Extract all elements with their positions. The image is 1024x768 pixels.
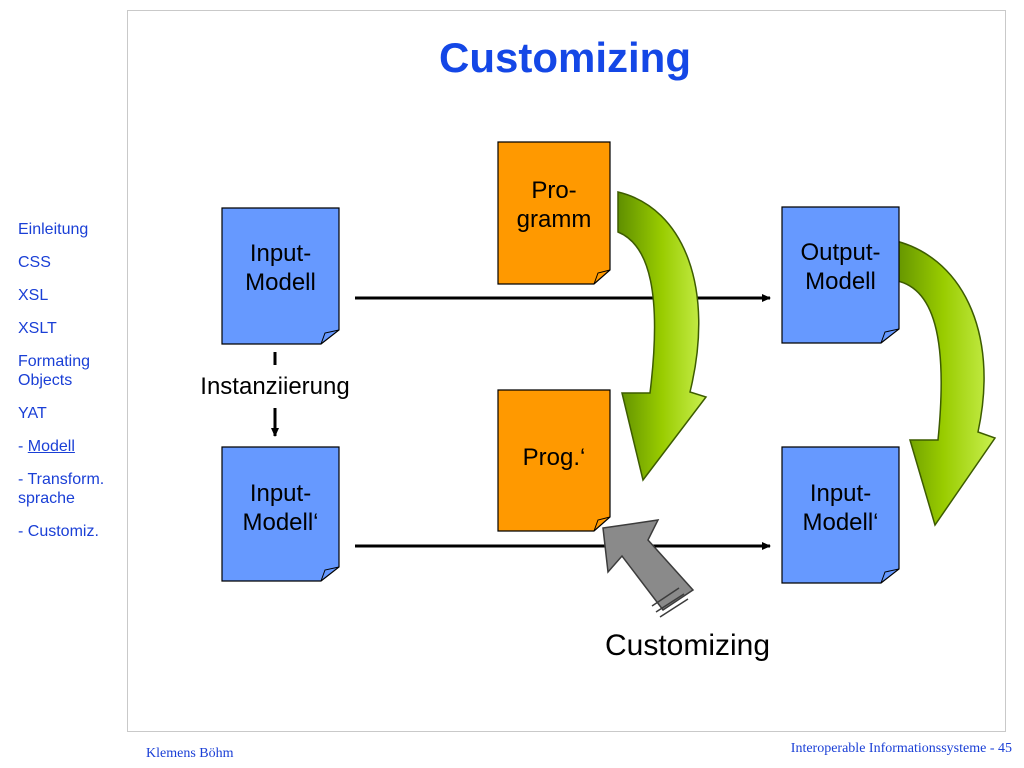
sidebar-item-xsl[interactable]: XSL (18, 287, 49, 304)
label-output-model-prime: Input- Modell‘ (802, 480, 879, 536)
doc-output-model-prime (781, 446, 900, 584)
doc-program-prime (497, 389, 611, 532)
doc-input-model (221, 207, 340, 345)
doc-output-model (781, 206, 900, 344)
slide-title: Customizing (439, 34, 691, 81)
sidebar-item-einleitung[interactable]: Einleitung (18, 221, 89, 238)
sidebar-item-customiz[interactable]: - Customiz. (18, 523, 99, 540)
green-arrow-program (617, 191, 708, 482)
sidebar-item-modell[interactable]: - Modell (18, 437, 128, 456)
slide-frame (127, 10, 1006, 732)
label-input-model-prime: Input- Modell‘ (242, 480, 319, 536)
green-arrow-output (891, 239, 997, 527)
label-customizing: Customizing (604, 629, 771, 662)
sidebar-nav: Einleitung CSS XSL XSLT Formating Object… (18, 220, 128, 555)
doc-program (497, 141, 611, 285)
label-instantiation: Instanziierung (200, 373, 350, 400)
footer-author: Klemens Böhm (146, 746, 234, 761)
gray-customizing-arrow (602, 519, 695, 618)
sidebar-item-bullet: - (18, 438, 28, 455)
sidebar-item-transform-sprache[interactable]: - Transform. sprache (18, 471, 105, 507)
sidebar-item-xslt[interactable]: XSLT (18, 320, 57, 337)
label-output-model: Output- Modell (800, 239, 881, 295)
sidebar-item-formating-objects[interactable]: Formating Objects (18, 353, 91, 389)
footer-course-page: Interoperable Informationssysteme - 45 (790, 741, 1012, 756)
label-input-model: Input- Modell (245, 240, 316, 296)
doc-input-model-prime (221, 446, 340, 582)
sidebar-item-css[interactable]: CSS (18, 254, 51, 271)
label-program: Pro- gramm (516, 177, 592, 233)
sidebar-item-modell-label[interactable]: Modell (27, 438, 75, 455)
label-program-prime: Prog.‘ (522, 444, 586, 471)
sidebar-item-yat[interactable]: YAT (18, 405, 47, 422)
